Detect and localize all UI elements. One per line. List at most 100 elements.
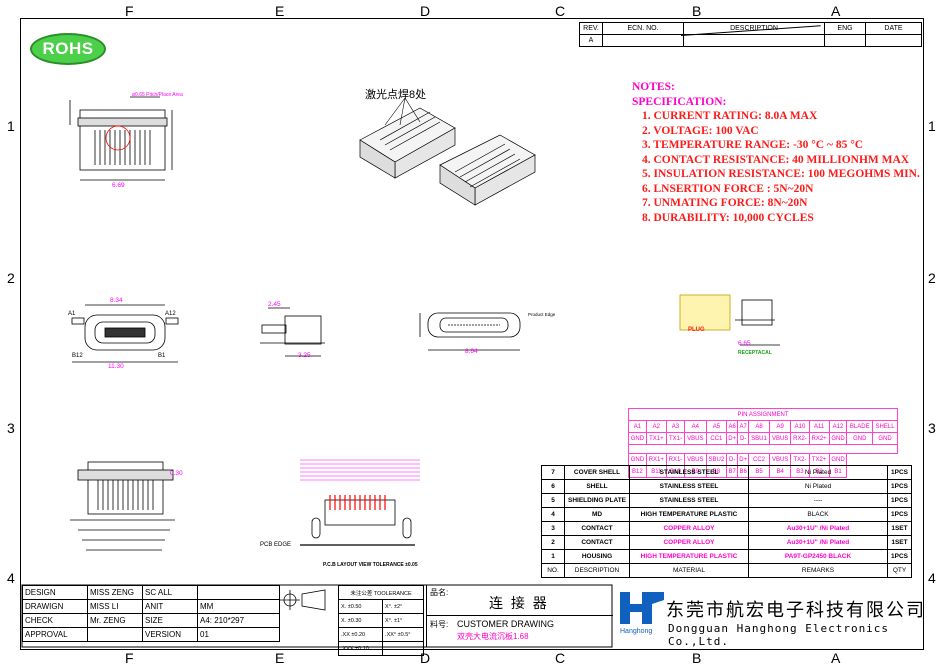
product-info-block: 品名: 连 接 器 料号: CUSTOMER DRAWING 双壳大电流沉板1.… [426, 585, 613, 647]
company-name-en: Dongguan Hanghong Electronics Co.,Ltd. [668, 622, 890, 648]
design-label: DESIGN [22, 585, 88, 600]
check-label: CHECK [22, 613, 88, 628]
approval-label: APPROVAL [22, 627, 88, 642]
pin-cell: RX1+ [645, 453, 667, 466]
bom-cell-qty: 1PCS [887, 479, 912, 494]
product-name-label: 品名: [430, 588, 449, 597]
tol-3: X. ±0.30 [337, 613, 384, 628]
product-edge-label: Product Edge [528, 312, 556, 317]
bom-cell-rem: Ni Plated [748, 465, 888, 480]
scale-label: SC ALL [142, 585, 198, 600]
version-label: VERSION [142, 627, 198, 642]
zone-number-4: 4 [7, 570, 15, 586]
bom-cell-mat: COPPER ALLOY [629, 535, 749, 550]
product-name-value: 连 接 器 [489, 595, 549, 611]
front-view-connector [71, 304, 179, 363]
bom-cell-rem: PA9T-GP2450 BLACK [748, 549, 888, 564]
pin-cell: D- [737, 432, 750, 445]
pin-cell: VBUS [768, 432, 792, 445]
drawing-frame [20, 18, 924, 650]
bom-cell-qty: 1PCS [887, 465, 912, 480]
receptacle-label: RECEPTACAL [738, 350, 772, 356]
part-no-value: CUSTOMER DRAWING [457, 619, 555, 629]
bom-header-desc: DESCRIPTION [564, 563, 630, 578]
pin-cell: A9 [768, 420, 792, 433]
pin-cell: GND [628, 432, 647, 445]
side-view-connector [260, 307, 325, 357]
mating-face-view [419, 312, 521, 351]
dim-245: 2.45 [268, 301, 281, 308]
pin-cell: VBUS [684, 453, 707, 466]
pin-cell: TX2+ [808, 453, 830, 466]
pin-cell: GND [628, 453, 647, 466]
unit-label: ANIT [142, 599, 198, 614]
dim-1130: 11.30 [108, 363, 124, 370]
dim-325: 3.25 [298, 352, 311, 359]
pin-cell: TX1+ [645, 432, 667, 445]
pin-cell: A6 [726, 420, 739, 433]
dim-pitch: ø0.65 Pitch/Place Area [132, 92, 183, 98]
bom-cell-desc: COVER SHELL [564, 465, 630, 480]
design-value: MISS ZENG [87, 585, 143, 600]
pin-cell: RX2+ [808, 432, 830, 445]
zone-letter-c: C [555, 3, 566, 19]
bom-cell-mat: STAINLESS STEEL [629, 479, 749, 494]
bom-cell-qty: 1PCS [887, 493, 912, 508]
spec-item: 5. INSULATION RESISTANCE: 100 MEGOHMS MI… [642, 168, 920, 180]
part-no-label: 料号: [430, 620, 449, 629]
bom-header-rem: REMARKS [748, 563, 888, 578]
spec-heading: SPECIFICATION: [632, 95, 727, 108]
bom-cell-no: 7 [541, 465, 565, 480]
pin-cell: A8 [748, 420, 770, 433]
bom-cell-mat: HIGH TEMPERATURE PLASTIC [629, 549, 749, 564]
spec-item: 6. LNSERTION FORCE : 5N~20N [642, 182, 814, 195]
pin-cell: A11 [808, 420, 830, 433]
tolerance-title: 未注公差 TOOLERANCE [338, 585, 424, 600]
bom-cell-rem: ---- [748, 493, 888, 508]
bom-cell-mat: HIGH TEMPERATURE PLASTIC [629, 507, 749, 522]
spec-item: 2. VOLTAGE: 100 VAC [642, 124, 759, 137]
label-b1: B1 [158, 353, 166, 359]
zone-number-2: 2 [7, 270, 15, 286]
drawing-value: MISS LI [87, 599, 143, 614]
dim-864: 8.64 [465, 348, 478, 355]
pin-cell: D+ [726, 432, 739, 445]
tol-6: .XX° ±0.5° [382, 627, 424, 642]
notes-block: NOTES: SPECIFICATION: 1. CURRENT RATING:… [632, 80, 920, 225]
tol-5: .XX ±0.20 [337, 627, 384, 642]
rohs-badge: ROHS [30, 33, 106, 65]
zone-number-3: 3 [7, 420, 15, 436]
zone-letter-f: F [125, 3, 134, 19]
bom-cell-no: 2 [541, 535, 565, 550]
pin-cell: D- [726, 453, 739, 466]
approval-value [87, 627, 143, 642]
spec-item: 1. CURRENT RATING: 8.0A MAX [642, 110, 818, 122]
bom-cell-qty: 1SET [887, 521, 912, 536]
bom-cell-mat: COPPER ALLOY [629, 521, 749, 536]
bom-cell-desc: SHELL [564, 479, 630, 494]
tol-4: X°. ±1° [382, 613, 424, 628]
bom-cell-mat: STAINLESS STEEL [629, 465, 749, 480]
bom-cell-no: 3 [541, 521, 565, 536]
drawing-label: DRAWIGN [22, 599, 88, 614]
dim-030: 0.30 [170, 470, 183, 477]
pin-cell: VBUS [768, 453, 792, 466]
pin-cell: RX1- [665, 453, 686, 466]
bom-cell-desc: HOUSING [564, 549, 630, 564]
zone-letter-d: D [420, 650, 431, 666]
tol-8 [382, 641, 424, 656]
pin-cell: GND [846, 432, 874, 445]
pin-cell: A4 [684, 420, 707, 433]
part-sub: 双壳大电流沉板1.68 [457, 632, 529, 641]
pin-cell: BLADE [846, 420, 874, 433]
pin-cell: TX1- [665, 432, 686, 445]
zone-letter-e: E [275, 3, 285, 19]
bom-cell-mat: STAINLESS STEEL [629, 493, 749, 508]
